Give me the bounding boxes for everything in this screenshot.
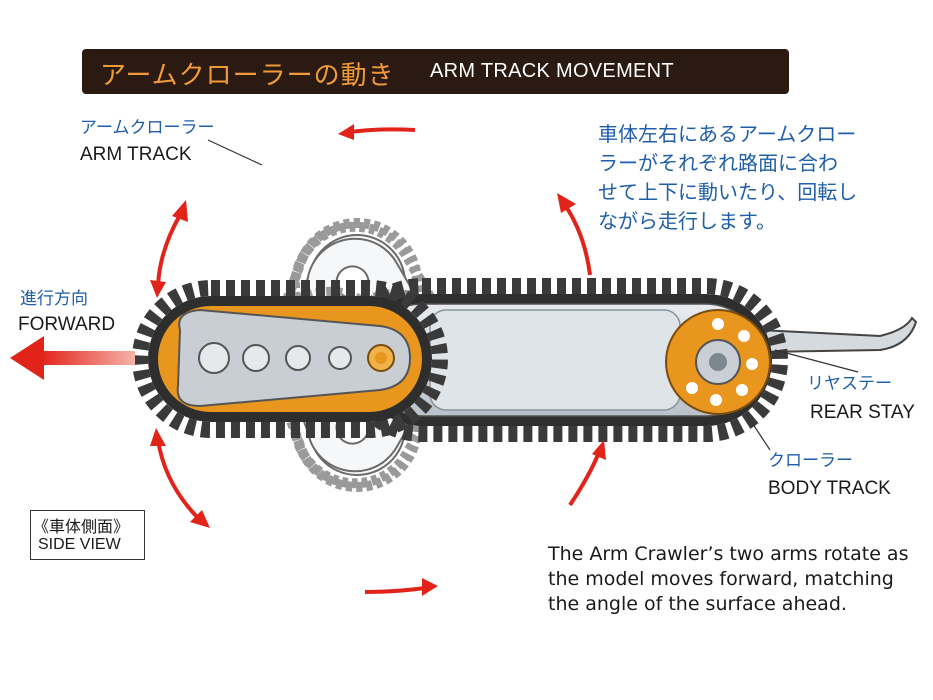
rotation-arrows [150,124,606,596]
arrow-upper-left [150,200,188,298]
arrow-bottom [364,578,438,596]
side-view-box: 《車体側面》 SIDE VIEW [30,510,145,560]
description-jp-line: 車体左右にあるアームクロー [598,122,857,146]
arrow-top [338,124,416,140]
description-jp: 車体左右にあるアームクロー ラーがそれぞれ路面に合わ せて上下に動いたり、回転し… [598,120,918,236]
arrow-upper-right [557,193,592,276]
title-banner: アームクローラーの動き ARM TRACK MOVEMENT [82,49,789,94]
description-en-line: the model moves forward, matching [548,568,894,590]
rear-stay-label-en: REAR STAY [810,402,915,423]
description-en: The Arm Crawler’s two arms rotate as the… [548,542,908,617]
title-jp: アームクローラーの動き [100,61,395,91]
arm-track [132,280,448,438]
description-en-line: the angle of the surface ahead. [548,593,847,615]
title-en: ARM TRACK MOVEMENT [430,60,674,82]
drive-sprocket [665,309,771,415]
arrow-lower-left [150,428,210,528]
side-view-en: SIDE VIEW [38,536,121,553]
description-en-line: The Arm Crawler’s two arms rotate as [548,543,909,565]
description-jp-line: せて上下に動いたり、回転し [598,180,858,204]
arrow-lower-right [568,440,606,507]
body-track [340,278,788,442]
rear-stay-label-jp: リヤステー [807,374,892,394]
forward-label-jp: 進行方向 [20,289,88,309]
rear-stay [759,316,918,354]
leader-lines [207,139,859,451]
description-jp-line: ラーがそれぞれ路面に合わ [598,151,838,175]
body-track-label-en: BODY TRACK [768,478,891,499]
description-jp-line: ながら走行します。 [598,209,776,233]
arm-track-label-jp: アームクローラー [80,118,215,138]
forward-arrow [10,336,135,380]
body-track-label-jp: クローラー [768,451,853,471]
side-view-jp: 《車体側面》 [33,517,130,536]
arm-track-label-en: ARM TRACK [80,144,192,165]
forward-label-en: FORWARD [18,314,116,335]
